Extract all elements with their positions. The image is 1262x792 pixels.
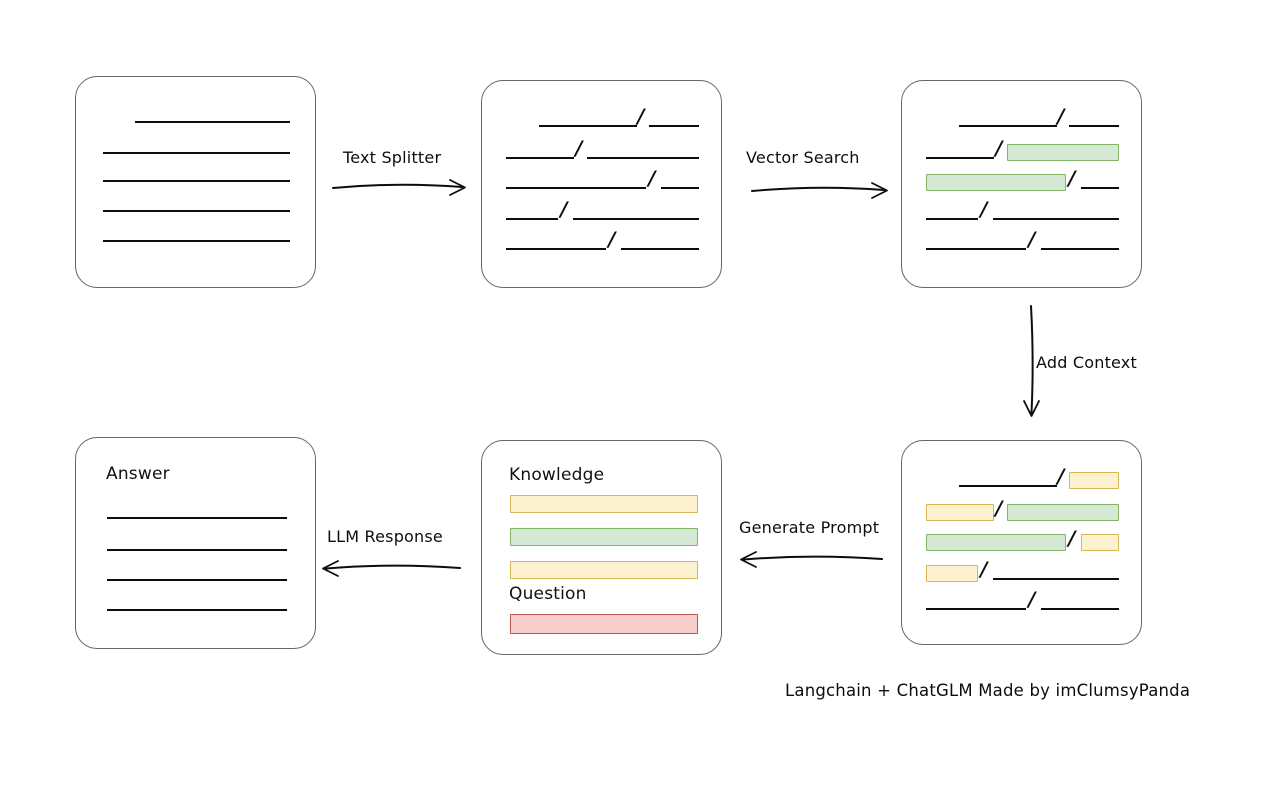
chunk-chip-yellow[interactable]	[926, 565, 978, 582]
chunk-separator-slash: /	[560, 197, 568, 221]
text-line-segment	[1041, 608, 1119, 610]
knowledge-bar-3[interactable]	[510, 561, 698, 579]
node-split-chunks[interactable]	[481, 80, 722, 288]
question-bar-1[interactable]	[510, 614, 698, 634]
chunk-separator-slash: /	[1068, 526, 1076, 550]
knowledge-bar-1[interactable]	[510, 495, 698, 513]
text-line-segment	[926, 248, 1026, 250]
text-line-segment	[926, 218, 978, 220]
chunk-chip-green[interactable]	[1007, 144, 1119, 161]
question-title: Question	[509, 584, 587, 604]
arrow-llm-response	[322, 560, 461, 577]
diagram-caption: Langchain + ChatGLM Made by imClumsyPand…	[785, 681, 1191, 700]
chunk-separator-slash: /	[648, 166, 656, 190]
chunk-separator-slash: /	[1028, 227, 1036, 251]
text-line-segment	[103, 240, 290, 242]
text-line-segment	[506, 157, 574, 159]
text-line-segment	[1069, 125, 1119, 127]
text-line-segment	[506, 218, 558, 220]
edge-label-add-context: Add Context	[1036, 353, 1137, 372]
text-line-segment	[993, 578, 1119, 580]
text-line-segment	[926, 157, 994, 159]
text-line-segment	[103, 210, 290, 212]
answer-title: Answer	[106, 464, 170, 484]
text-line-segment	[959, 485, 1057, 487]
knowledge-title: Knowledge	[509, 465, 605, 485]
text-line-segment	[993, 218, 1119, 220]
edge-label-llm-response: LLM Response	[327, 527, 443, 546]
arrow-text-splitter	[332, 179, 466, 196]
chunk-chip-green[interactable]	[926, 534, 1066, 551]
text-line-segment	[573, 218, 699, 220]
text-line-segment	[107, 549, 287, 551]
chunk-separator-slash: /	[980, 197, 988, 221]
chunk-separator-slash: /	[1057, 464, 1065, 488]
text-line-segment	[539, 125, 637, 127]
knowledge-bar-2[interactable]	[510, 528, 698, 546]
edge-label-vector-search: Vector Search	[746, 148, 860, 167]
chunk-chip-green[interactable]	[926, 174, 1066, 191]
arrow-generate-prompt	[740, 551, 883, 568]
chunk-separator-slash: /	[575, 136, 583, 160]
text-line-segment	[1041, 248, 1119, 250]
node-source-document[interactable]	[75, 76, 316, 288]
chunk-separator-slash: /	[995, 136, 1003, 160]
arrow-vector-search	[751, 182, 888, 199]
text-line-segment	[107, 609, 287, 611]
text-line-segment	[621, 248, 699, 250]
text-line-segment	[103, 152, 290, 154]
text-line-segment	[506, 248, 606, 250]
chunk-separator-slash: /	[1057, 104, 1065, 128]
text-line-segment	[1081, 187, 1119, 189]
text-line-segment	[506, 187, 646, 189]
chunk-separator-slash: /	[1068, 166, 1076, 190]
text-line-segment	[587, 157, 699, 159]
arrow-add-context	[1023, 305, 1040, 417]
chunk-chip-yellow[interactable]	[926, 504, 994, 521]
chunk-separator-slash: /	[995, 496, 1003, 520]
text-line-segment	[135, 121, 290, 123]
text-line-segment	[107, 517, 287, 519]
node-answer[interactable]	[75, 437, 316, 649]
chunk-chip-yellow[interactable]	[1081, 534, 1119, 551]
chunk-chip-yellow[interactable]	[1069, 472, 1119, 489]
chunk-chip-green[interactable]	[1007, 504, 1119, 521]
chunk-separator-slash: /	[980, 557, 988, 581]
text-line-segment	[103, 180, 290, 182]
chunk-separator-slash: /	[608, 227, 616, 251]
edge-label-generate-prompt: Generate Prompt	[739, 518, 880, 537]
text-line-segment	[926, 608, 1026, 610]
text-line-segment	[661, 187, 699, 189]
text-line-segment	[959, 125, 1057, 127]
text-line-segment	[107, 579, 287, 581]
text-line-segment	[649, 125, 699, 127]
chunk-separator-slash: /	[1028, 587, 1036, 611]
edge-label-text-splitter: Text Splitter	[343, 148, 442, 167]
chunk-separator-slash: /	[637, 104, 645, 128]
